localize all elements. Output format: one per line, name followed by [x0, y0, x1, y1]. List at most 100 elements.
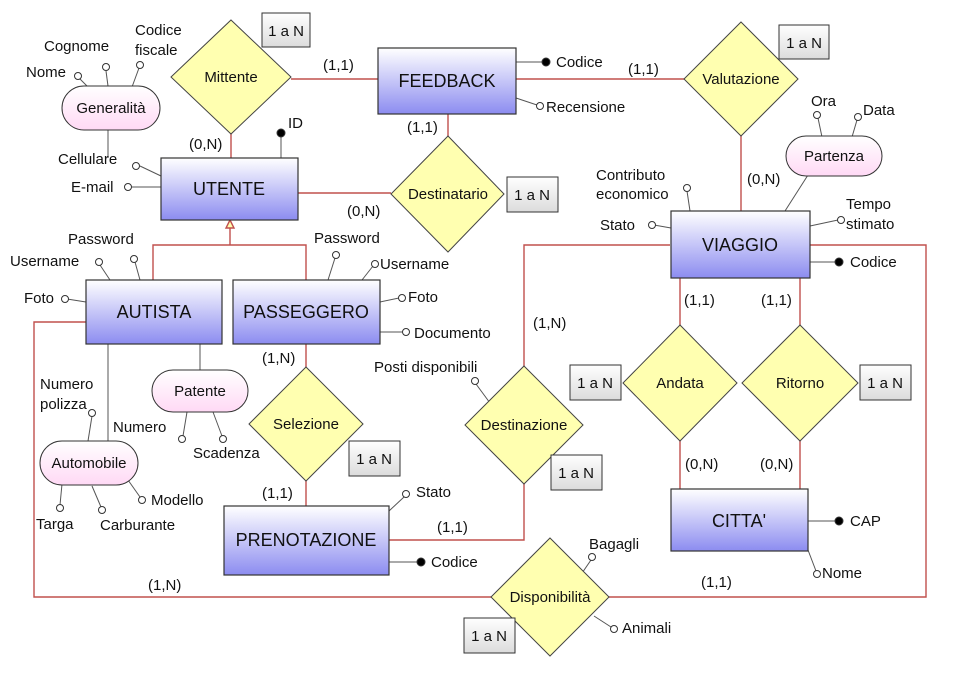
attr-id: ID — [288, 115, 303, 132]
line-targa — [59, 483, 63, 506]
entity-autista-label: AUTISTA — [117, 302, 192, 322]
attribute-labels: Cognome Codice fiscale Nome Cellulare E-… — [10, 22, 897, 637]
relationship-disponibilita[interactable]: Disponibilità — [490, 537, 610, 657]
attr-password-autista: Password — [68, 231, 134, 248]
line-stato-prenotazione — [388, 496, 405, 512]
foto-passeggero-marker — [398, 294, 406, 302]
relationship-disponibilita-label: Disponibilità — [510, 589, 592, 606]
attr-nome-utente: Nome — [26, 64, 66, 81]
composite-partenza[interactable]: Partenza — [785, 135, 883, 177]
foto-autista-marker — [61, 295, 69, 303]
attr-nome-citta: Nome — [822, 565, 862, 582]
attr-cap: CAP — [850, 513, 881, 530]
relationship-valutazione-label: Valutazione — [702, 71, 779, 88]
composite-patente[interactable]: Patente — [151, 369, 249, 413]
attr-foto-autista: Foto — [24, 290, 54, 307]
entity-autista[interactable]: AUTISTA — [85, 279, 223, 345]
card-ritorno-viaggio: (1,1) — [761, 292, 792, 309]
attribute-lines — [59, 61, 858, 628]
entity-prenotazione[interactable]: PRENOTAZIONE — [223, 505, 390, 576]
composite-patente-label: Patente — [174, 383, 226, 400]
relationship-destinatario[interactable]: Destinatario — [390, 135, 505, 253]
codice-fiscale-marker — [136, 61, 144, 69]
attr-data: Data — [863, 102, 895, 119]
entity-passeggero[interactable]: PASSEGGERO — [232, 279, 381, 345]
line-partenza-viaggio — [784, 174, 809, 212]
attr-bagagli: Bagagli — [589, 536, 639, 553]
attr-codice-fiscale-1: Codice — [135, 22, 182, 39]
line-posti — [475, 383, 491, 404]
composite-automobile[interactable]: Automobile — [39, 440, 139, 486]
entity-citta-label: CITTA' — [712, 511, 766, 531]
entity-viaggio-label: VIAGGIO — [702, 235, 778, 255]
line-username-autista — [99, 264, 111, 281]
line-carburante — [91, 485, 102, 508]
line-animali — [593, 615, 612, 628]
relationship-andata-label: Andata — [656, 375, 704, 392]
card-valutazione-feedback: (1,1) — [628, 61, 659, 78]
cap-key-marker — [834, 516, 844, 526]
relationship-mittente[interactable]: Mittente — [170, 19, 292, 135]
line-foto-passeggero — [379, 297, 400, 303]
targa-marker — [56, 504, 64, 512]
posti-marker — [471, 377, 479, 385]
card-andata-citta: (0,N) — [685, 456, 718, 473]
line-scadenza — [212, 411, 223, 437]
attr-carburante: Carburante — [100, 517, 175, 534]
attr-scadenza: Scadenza — [193, 445, 260, 462]
badge-ritorno: 1 a N — [859, 364, 912, 401]
relationship-andata[interactable]: Andata — [622, 324, 738, 442]
line-prenotazione-destinazione — [389, 484, 525, 541]
cellulare-marker — [132, 162, 140, 170]
composite-generalita[interactable]: Generalità — [61, 85, 161, 131]
badge-mittente: 1 a N — [261, 12, 311, 48]
card-destinazione-viaggio: (1,N) — [533, 315, 566, 332]
badge-selezione-label: 1 a N — [356, 451, 392, 468]
entity-feedback[interactable]: FEEDBACK — [377, 47, 517, 115]
card-disponibilita-viaggio: (1,1) — [701, 574, 732, 591]
attr-password-passeggero: Password — [314, 230, 380, 247]
attr-posti: Posti disponibili — [374, 359, 477, 376]
entity-citta[interactable]: CITTA' — [670, 488, 809, 552]
entity-viaggio[interactable]: VIAGGIO — [670, 210, 811, 279]
line-autista-disponibilita — [33, 321, 491, 598]
attr-foto-passeggero: Foto — [408, 289, 438, 306]
relationship-selezione[interactable]: Selezione — [248, 366, 364, 482]
password-passeggero-marker — [332, 251, 340, 259]
attr-numero-polizza-1: Numero — [40, 376, 93, 393]
line-modello — [127, 479, 141, 498]
id-key-marker — [276, 128, 286, 138]
attr-username-autista: Username — [10, 253, 79, 270]
line-numero-polizza — [87, 415, 93, 442]
data-marker — [854, 113, 862, 121]
badge-disponibilita: 1 a N — [463, 617, 516, 654]
composite-partenza-label: Partenza — [804, 148, 865, 165]
card-selezione-passeggero: (1,N) — [262, 350, 295, 367]
attr-recensione: Recensione — [546, 99, 625, 116]
line-nome-citta — [807, 549, 817, 572]
contributo-marker — [683, 184, 691, 192]
card-destinatario-utente: (0,N) — [347, 203, 380, 220]
relationship-ritorno[interactable]: Ritorno — [741, 324, 859, 442]
attr-contributo-2: economico — [596, 186, 669, 203]
attr-codice-viaggio: Codice — [850, 254, 897, 271]
numero-polizza-marker — [88, 409, 96, 417]
attr-documento: Documento — [414, 325, 491, 342]
entity-utente[interactable]: UTENTE — [160, 157, 299, 221]
nome-marker — [74, 72, 82, 80]
badge-destinazione-label: 1 a N — [558, 465, 594, 482]
cognome-marker — [102, 63, 110, 71]
stato-viaggio-marker — [648, 221, 656, 229]
card-ritorno-citta: (0,N) — [760, 456, 793, 473]
badge-disponibilita-label: 1 a N — [471, 628, 507, 645]
codice-viaggio-key-marker — [834, 257, 844, 267]
card-andata-viaggio: (1,1) — [684, 292, 715, 309]
recensione-marker — [536, 102, 544, 110]
line-numero-patente — [182, 411, 188, 437]
badge-destinatario-label: 1 a N — [514, 187, 550, 204]
tempo-marker — [837, 216, 845, 224]
relationship-valutazione[interactable]: Valutazione — [683, 21, 799, 137]
line-cognome — [105, 70, 109, 87]
username-autista-marker — [95, 258, 103, 266]
line-destinazione-viaggio — [523, 244, 670, 366]
